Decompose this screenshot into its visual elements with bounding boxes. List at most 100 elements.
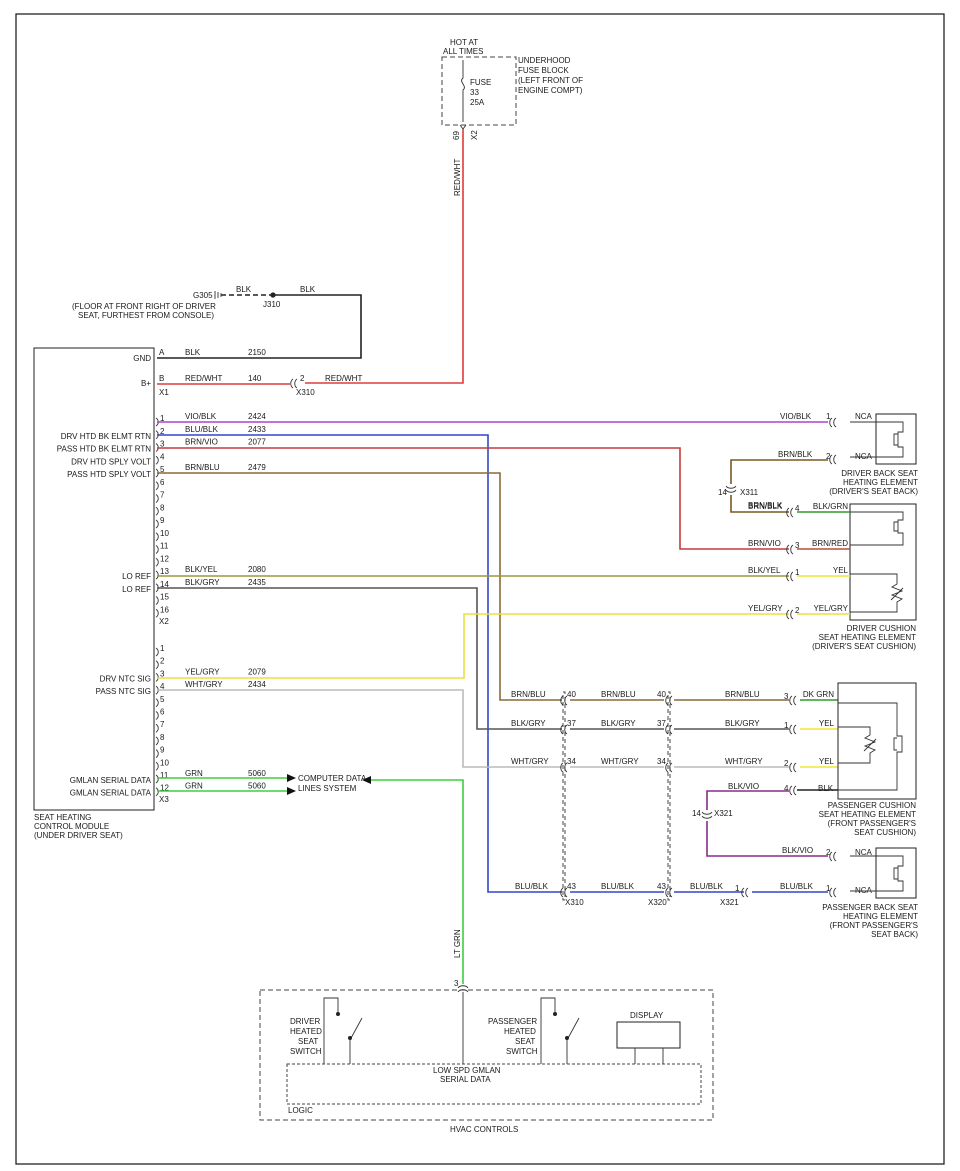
gnd-wire [157, 294, 362, 359]
inline-pin-0: 3 [784, 692, 789, 701]
passenger-back-outline [875, 847, 917, 899]
brn-vio-wire [157, 447, 789, 550]
x3-pin-mark-7 [155, 723, 159, 733]
x3-signal-4: PASS NTC SIG [96, 687, 151, 696]
passenger-cushion-name-3: (FRONT PASSENGER'S [828, 819, 916, 828]
x3-pin-6: 6 [160, 708, 165, 717]
inline-mid-wire-3: BLU/BLK [601, 882, 635, 891]
x3-pin-11: 11 [160, 771, 169, 780]
yel-gry-wire [157, 613, 789, 679]
x2-pin-12: 12 [160, 554, 169, 563]
fuse-pin: 69 [452, 131, 461, 140]
driver-cushion-wire-in-1: BLK/YEL [748, 566, 781, 575]
driver-back-name-1: DRIVER BACK SEAT [841, 469, 918, 478]
x2-pin-15: 15 [160, 593, 169, 602]
x3-color-11: GRN [185, 769, 203, 778]
x2-pin-mark-6 [155, 481, 159, 491]
driver-cushion-wire-in-2: YEL/GRY [748, 604, 783, 613]
inline-out-label-0: DK GRN [803, 690, 834, 699]
x310-inline-icon [290, 378, 298, 389]
inline-right-wire-1: BLK/GRY [725, 719, 760, 728]
x2-color-2: BLU/BLK [185, 425, 219, 434]
x3-pin-mark-2 [155, 660, 159, 670]
x3-pin-2: 2 [160, 657, 165, 666]
driver-cushion-pin-2: 2 [795, 606, 800, 615]
x3-color-3: YEL/GRY [185, 667, 220, 676]
driver-back-name-2: HEATING ELEMENT [843, 478, 918, 487]
inline-mid-wire-2: WHT/GRY [601, 757, 639, 766]
hvac-wire: LT GRN [453, 929, 462, 958]
x2-pin-2: 2 [160, 427, 165, 436]
x321-bottom-conn-icon [741, 887, 749, 898]
inline-x320-conn-2 [665, 762, 673, 773]
page-frame [15, 13, 945, 1165]
x2-pin-7: 7 [160, 491, 165, 500]
x3-signal-12: GMLAN SERIAL DATA [70, 789, 152, 798]
x2-circuit-2: 2433 [248, 425, 266, 434]
inline-end-conn-3 [829, 887, 837, 898]
x1-bplus-pin: B [159, 374, 164, 383]
x2-pin-16: 16 [160, 605, 169, 614]
x1-gnd-circuit: 2150 [248, 348, 266, 357]
passenger-switch-3: SEAT [515, 1037, 535, 1046]
fuse-connector: X2 [470, 130, 479, 140]
wht-gry-wire [157, 689, 562, 768]
x3-circuit-12: 5060 [248, 782, 266, 791]
passenger-back-nc-2: NCA [855, 848, 873, 857]
ground-wire-1: BLK [236, 285, 252, 294]
x1-connector-label: X1 [159, 388, 169, 397]
passenger-back-pin2: 2 [826, 848, 831, 857]
driver-back-outline [875, 413, 917, 465]
x2-circuit-1: 2424 [248, 412, 266, 421]
ground-g305: G305 BLK BLK J310 (FLOOR AT FRONT RIGHT … [72, 285, 362, 359]
grn-arrow-1 [287, 774, 296, 782]
passenger-cushion-blk-pin: 4 [784, 784, 789, 793]
x2-color-13: BLK/YEL [185, 565, 218, 574]
passenger-back-element-icon [850, 855, 904, 892]
x311-wire: BRN/BLK [748, 501, 783, 510]
driver-switch-contact-1 [336, 1012, 340, 1016]
passenger-switch-2: HEATED [504, 1027, 536, 1036]
blk-vio-wire [706, 790, 828, 857]
x2-pin-4: 4 [160, 452, 165, 461]
driver-back-name-3: (DRIVER'S SEAT BACK) [829, 487, 918, 496]
x2-pin-8: 8 [160, 503, 165, 512]
driver-switch-contact-2 [348, 1036, 352, 1040]
x2-pin-14: 14 [160, 580, 169, 589]
passenger-cushion-blk-wire: BLK/VIO [728, 782, 759, 791]
x2-pin-3: 3 [160, 440, 165, 449]
hvac-name: HVAC CONTROLS [450, 1125, 518, 1134]
logic-label: LOGIC [288, 1106, 313, 1115]
driver-cushion-name-2: SEAT HEATING ELEMENT [819, 633, 916, 642]
driver-switch-2: HEATED [290, 1027, 322, 1036]
ground-icon [214, 291, 222, 299]
x311-connector-icon [725, 485, 737, 493]
x2-pin-mark-10 [155, 532, 159, 542]
inline-out-label-1: YEL [819, 719, 835, 728]
driver-cushion-wire-out-2: YEL/GRY [813, 604, 848, 613]
x3-circuit-11: 5060 [248, 769, 266, 778]
x310-b-pin: 2 [300, 374, 305, 383]
driver-switch-icon [323, 997, 363, 1064]
x3-pin-mark-1 [155, 647, 159, 657]
driver-back-nc-2: NCA [855, 452, 873, 461]
inline-left-wire-0: BRN/BLU [511, 690, 546, 699]
driver-cushion-wire-out-4: BLK/GRN [813, 502, 848, 511]
ground-id: G305 [193, 291, 213, 300]
lt-grn-arrow [362, 776, 371, 784]
x2-pin-10: 10 [160, 529, 169, 538]
module-name-1: SEAT HEATING [34, 813, 91, 822]
driver-cushion-pin-3: 3 [795, 541, 800, 550]
red-wht-riser-label: RED/WHT [453, 159, 462, 196]
x1-gnd-color: BLK [185, 348, 201, 357]
lt-grn-wire [370, 779, 464, 984]
x2-color-5: BRN/BLU [185, 463, 220, 472]
passenger-switch-contact-2 [565, 1036, 569, 1040]
serial-label-1: LOW SPD GMLAN [433, 1066, 501, 1075]
passenger-switch-contact-1 [553, 1012, 557, 1016]
passenger-back-name-2: HEATING ELEMENT [843, 912, 918, 921]
x321-side-conn-icon [701, 811, 713, 819]
fuse-connector-icon [459, 124, 467, 130]
brn-blk-wire [730, 459, 828, 513]
